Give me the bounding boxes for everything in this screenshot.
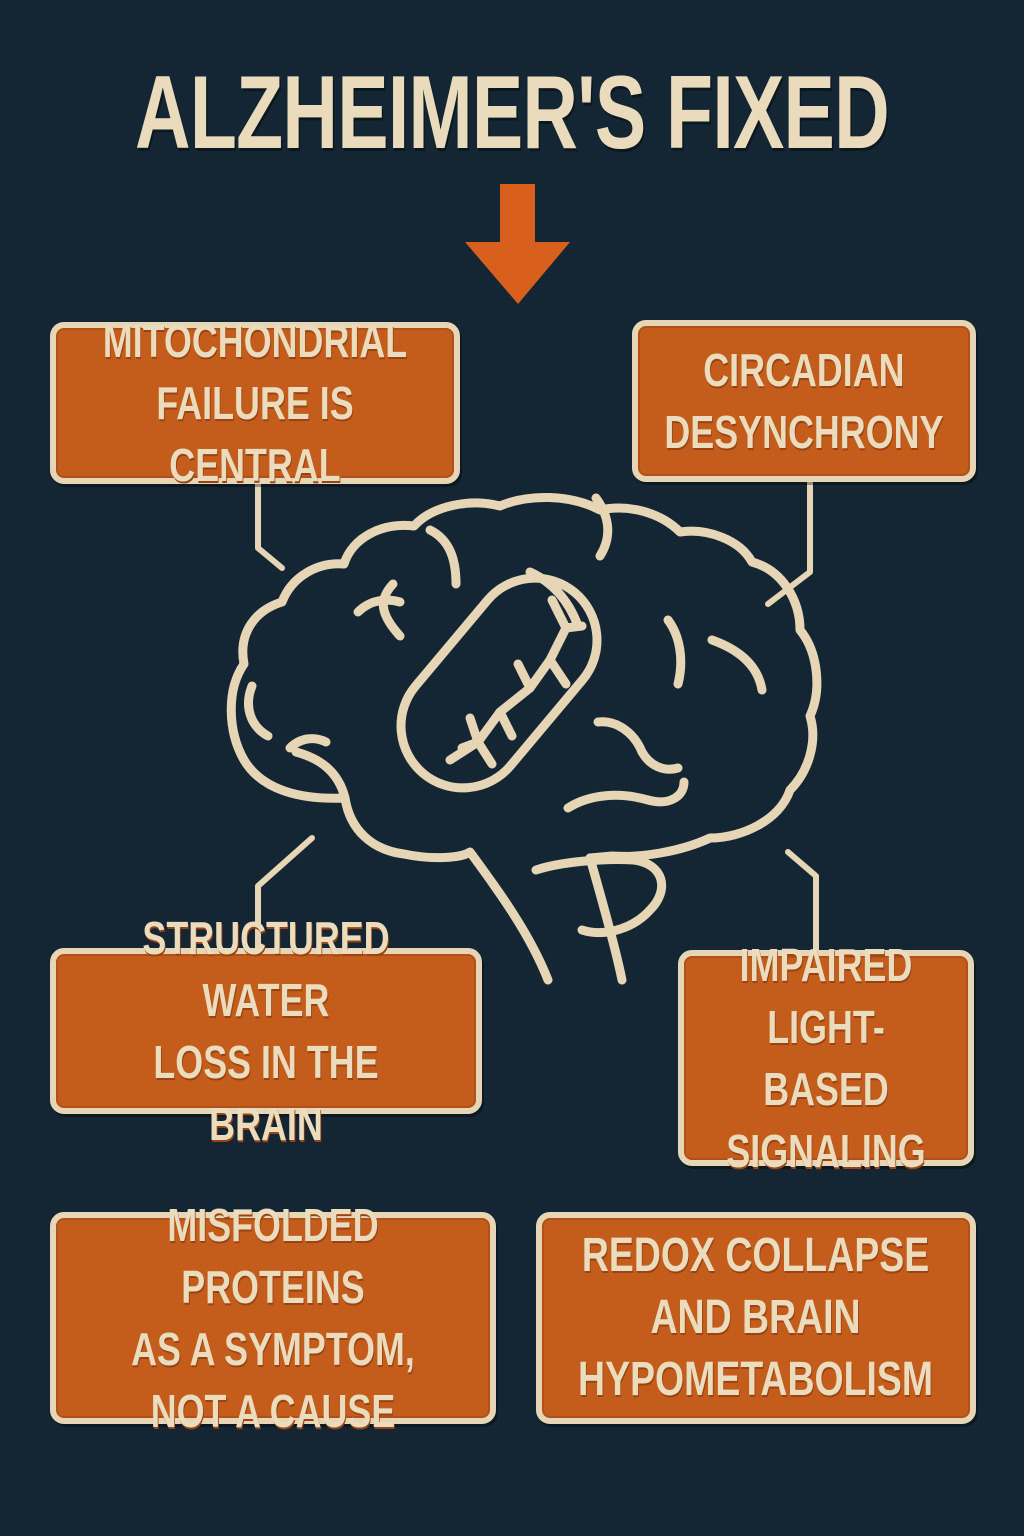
connector-circadian [765,479,813,607]
box-mitochondrial-failure: MITOCHONDRIAL FAILURE IS CENTRAL [50,315,460,491]
box-light-based-signaling: IMPAIRED LIGHT-BASED SIGNALING [678,939,974,1177]
box-label: STRUCTURED WATER LOSS IN THE BRAIN [142,912,390,1150]
connector-light-signaling [785,849,819,955]
box-misfolded-proteins: MISFOLDED PROTEINS AS A SYMPTOM, NOT A C… [50,1199,496,1437]
box-circadian-desynchrony: CIRCADIAN DESYNCHRONY [632,320,976,482]
mitochondrion-icon [396,573,602,793]
brain-icon [226,492,822,985]
box-label: MITOCHONDRIAL FAILURE IS CENTRAL [102,315,408,491]
box-label: REDOX COLLAPSE AND BRAIN HYPOMETABOLISM [578,1229,934,1406]
connector-structured-water [255,835,315,951]
poster-title: ALZHEIMER'S FIXED [135,55,890,171]
box-redox-collapse: REDOX COLLAPSE AND BRAIN HYPOMETABOLISM [536,1212,976,1424]
box-structured-water-loss: STRUCTURED WATER LOSS IN THE BRAIN [50,912,482,1150]
connector-lines [255,479,819,955]
box-label: IMPAIRED LIGHT-BASED SIGNALING [726,939,926,1177]
box-label: MISFOLDED PROTEINS AS A SYMPTOM, NOT A C… [131,1199,415,1437]
down-arrow-icon [465,184,570,304]
box-label: CIRCADIAN DESYNCHRONY [664,344,944,458]
connector-mitochondrial [255,479,285,571]
